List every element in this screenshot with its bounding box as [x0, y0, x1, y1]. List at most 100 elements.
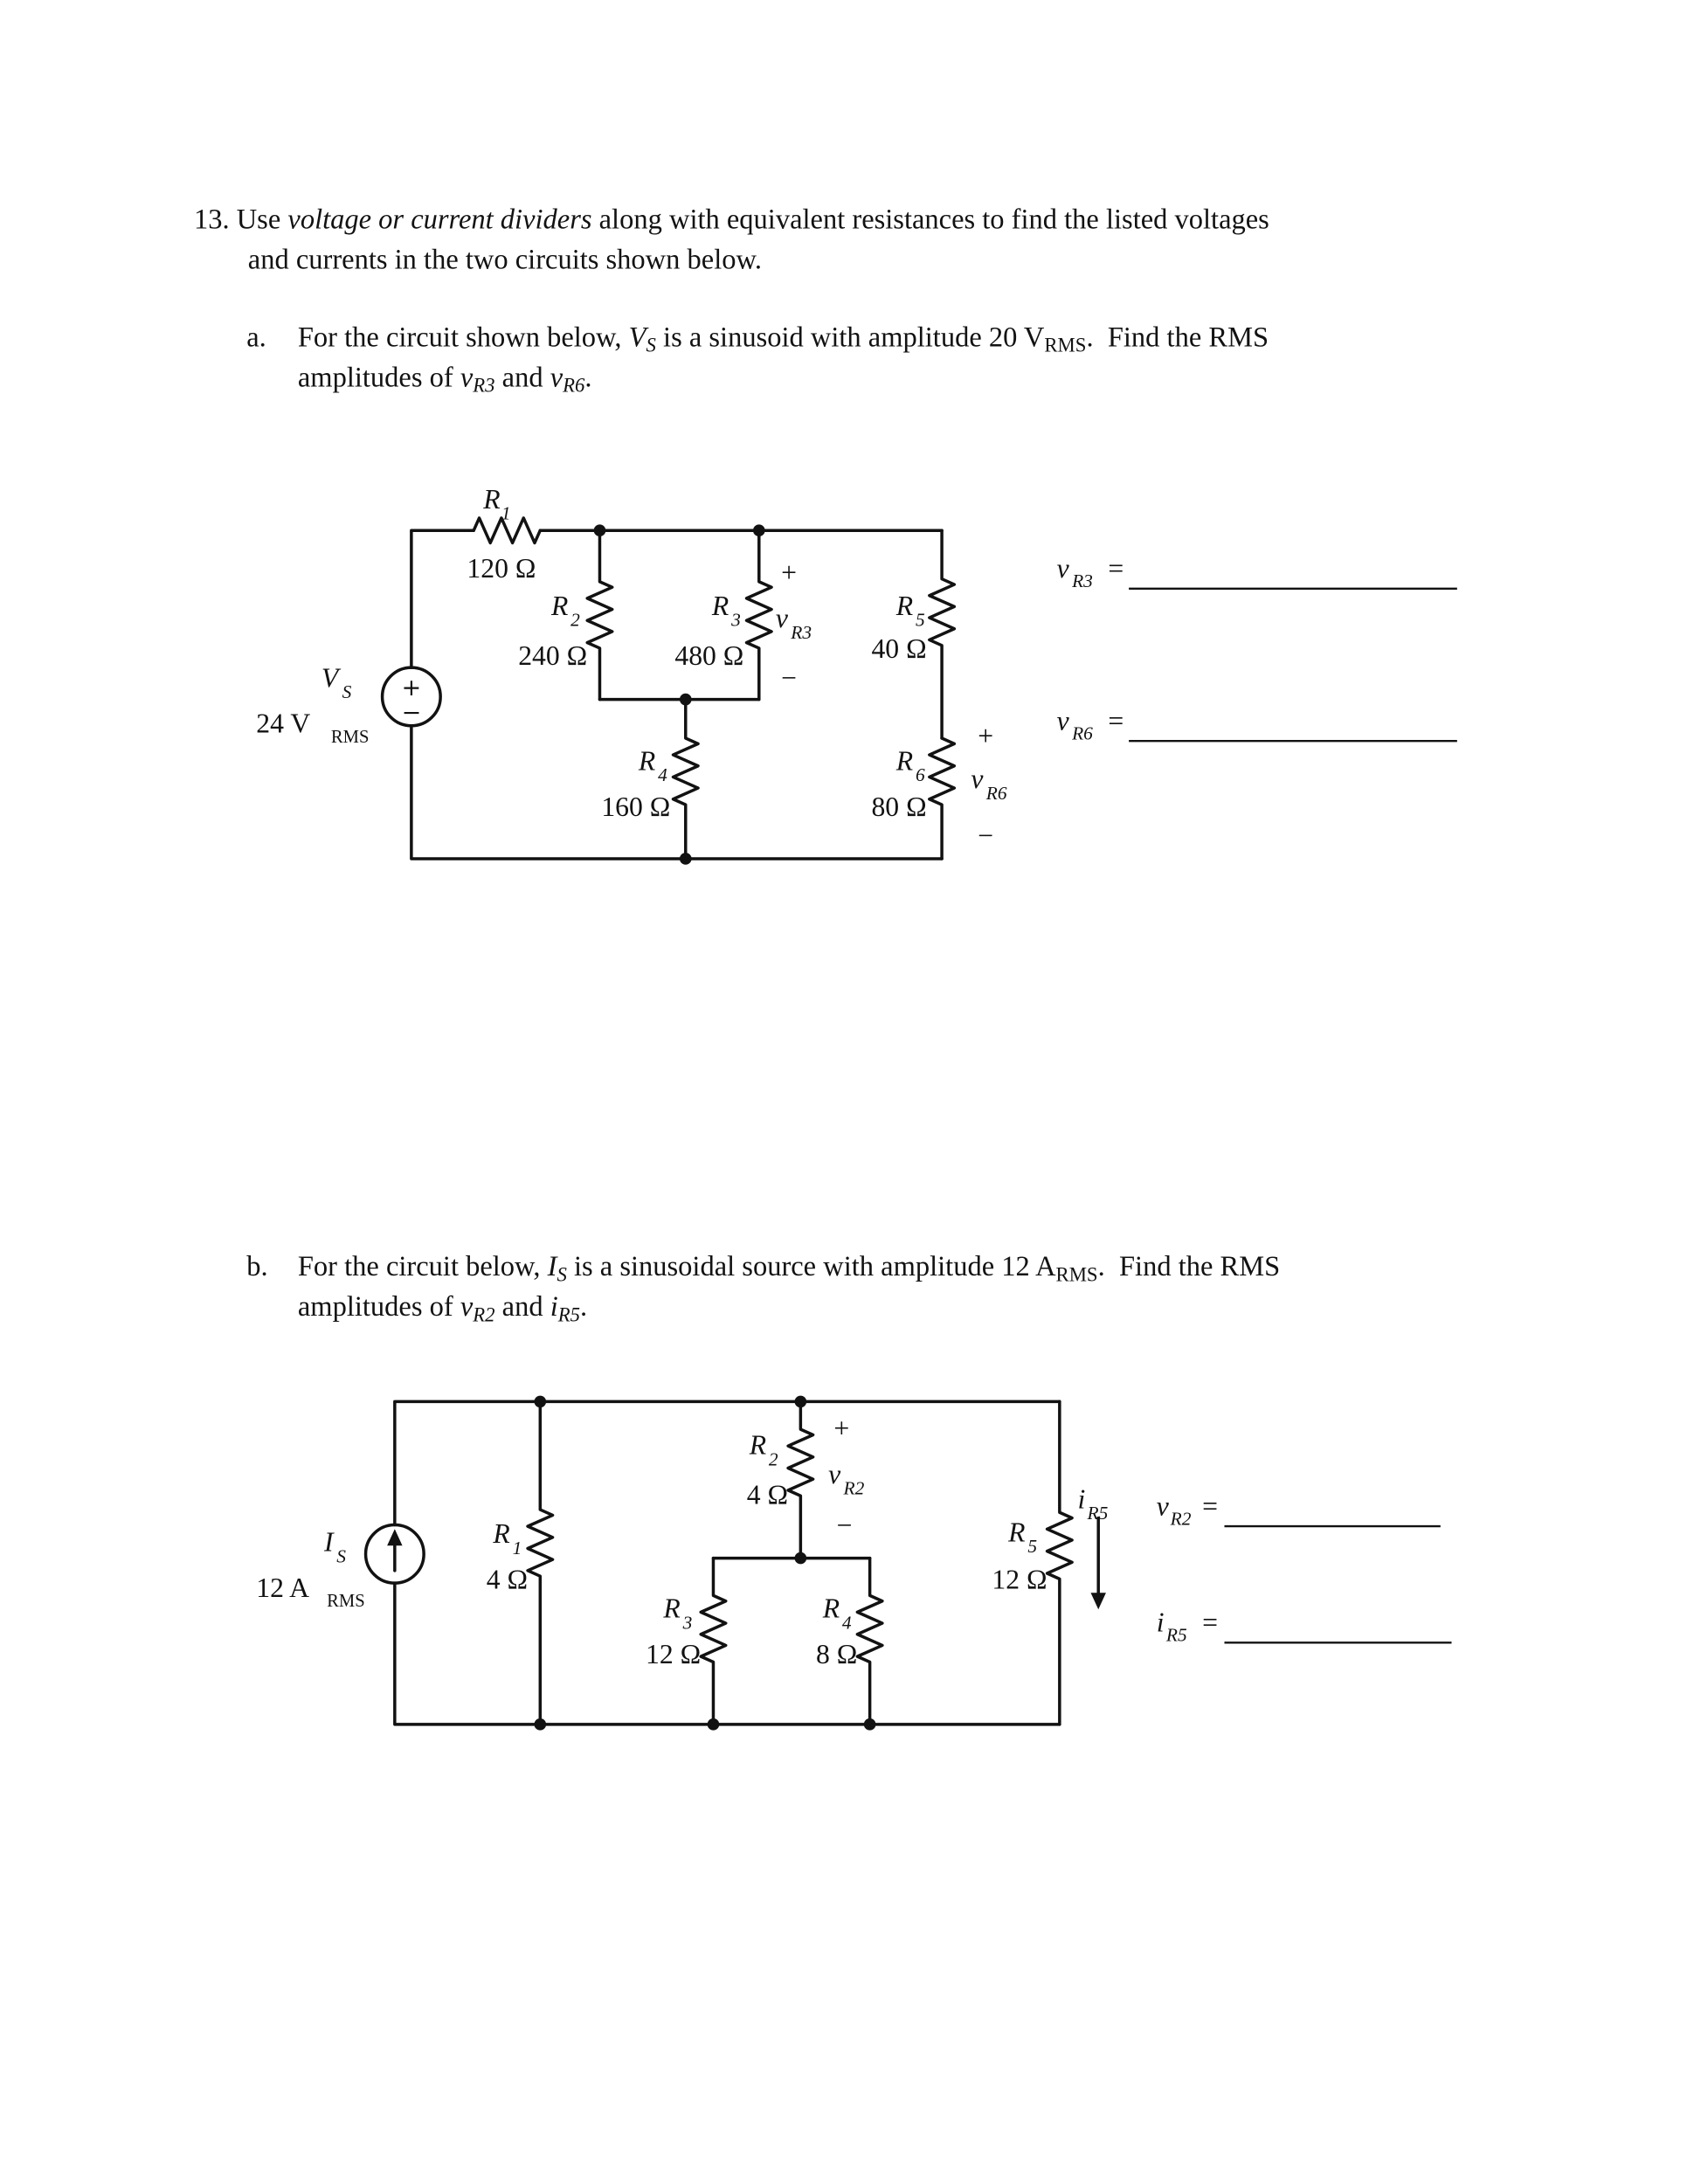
resistor-r3-symbol: [699, 1556, 728, 1726]
resistor-r1-symbol: [526, 1400, 555, 1726]
answer-vr6-label: v: [1057, 706, 1070, 736]
r4-label-subscript: 4: [842, 1612, 852, 1633]
r3-value: 480 Ω: [674, 640, 743, 671]
vr3-minus-sign: −: [781, 662, 797, 693]
r5-value: 12 Ω: [992, 1564, 1047, 1594]
vr3-symbol: v: [460, 363, 474, 394]
circuit-b-answers: v R2 = i R5 =: [1157, 1490, 1452, 1646]
vr6-label-subscript: R6: [985, 783, 1007, 804]
answer-vr6-subscript: R6: [1071, 723, 1093, 744]
text-segment: along with equivalent resistances to fin…: [591, 204, 1269, 236]
part-b-line2: amplitudes of vR2 and iR5.: [298, 1291, 587, 1330]
vr2-label-subscript: R2: [843, 1478, 865, 1499]
r1-label: R: [482, 484, 500, 515]
text-segment: amplitudes of: [297, 363, 460, 394]
ir5-symbol: i: [550, 1292, 558, 1324]
resistor-r1-symbol: [472, 516, 543, 545]
vr2-subscript: R2: [473, 1304, 495, 1327]
vs-value: 24 V: [256, 708, 310, 739]
circuit-a-wiring: [380, 516, 957, 865]
answer-vr2-label: v: [1157, 1490, 1170, 1521]
r2-value: 240 Ω: [518, 640, 587, 671]
is-subscript: S: [557, 1264, 567, 1287]
part-b-label: b.: [246, 1251, 267, 1287]
text-segment: and currents in the two circuits shown b…: [247, 245, 762, 276]
r6-label: R: [895, 745, 913, 776]
vr3-label: v: [776, 603, 789, 633]
resistor-r5-symbol: [1045, 1400, 1074, 1726]
problem-statement-line1: 13. Use voltage or current dividers alon…: [194, 204, 1269, 239]
text-segment: . Find the RMS: [1097, 1252, 1281, 1283]
r3-label-subscript: 3: [682, 1612, 693, 1633]
vs-label: V: [321, 662, 342, 693]
vr6-minus-sign: −: [978, 820, 993, 851]
text-segment: and: [494, 1292, 550, 1324]
current-source-symbol: [363, 1523, 425, 1585]
problem-number: 13.: [193, 204, 230, 236]
resistor-r2-symbol: [786, 1400, 815, 1560]
junction-node: [707, 1718, 720, 1731]
r1-value: 4 Ω: [487, 1564, 528, 1594]
wire: [393, 1400, 1061, 1527]
r4-label: R: [638, 745, 655, 776]
ir5-label-subscript: R5: [1087, 1503, 1109, 1524]
resistor-r6-symbol: [928, 736, 957, 860]
r1-label-subscript: 1: [501, 503, 511, 524]
answer-ir5-label: i: [1157, 1607, 1165, 1638]
r3-value: 12 Ω: [646, 1639, 701, 1669]
vs-subscript: S: [646, 335, 656, 358]
r6-label-subscript: 6: [916, 764, 925, 785]
r5-label: R: [895, 591, 913, 621]
text-segment: and: [494, 363, 550, 394]
circuit-a-labels: + − V S 24 V RMS R 1 120 Ω R 2 240 Ω R 3…: [256, 484, 1007, 851]
text-segment: .: [580, 1292, 588, 1324]
r1-label: R: [492, 1518, 509, 1549]
ir5-current-arrowhead: [1090, 1593, 1106, 1610]
resistor-r4-symbol: [855, 1556, 884, 1726]
text-segment: amplitudes of: [297, 1292, 460, 1324]
part-a-line2: amplitudes of vR3 and vR6.: [298, 362, 592, 400]
circuit-b-diagram: I S 12 A RMS R 1 4 Ω R 2 4 Ω + v R2 − R …: [256, 1395, 1452, 1731]
is-label: I: [323, 1527, 335, 1558]
answer-vr2-equals: =: [1202, 1490, 1218, 1521]
wire: [410, 724, 944, 860]
part-a-line1: For the circuit shown below, VS is a sin…: [298, 321, 1269, 360]
answer-vr3-equals: =: [1108, 553, 1124, 584]
source-plus-sign: +: [402, 674, 422, 702]
circuit-a-diagram: + − V S 24 V RMS R 1 120 Ω R 2 240 Ω R 3…: [256, 484, 1457, 865]
r6-value: 80 Ω: [871, 791, 926, 822]
ir5-label: i: [1077, 1484, 1085, 1515]
ir5-subscript: R5: [557, 1304, 581, 1327]
r5-label: R: [1007, 1517, 1025, 1548]
r5-label-subscript: 5: [1027, 1536, 1037, 1557]
junction-node: [752, 524, 765, 537]
r5-label-subscript: 5: [916, 610, 925, 631]
r2-label: R: [550, 591, 568, 621]
vr2-minus-sign: −: [837, 1510, 853, 1541]
answer-ir5-subscript: R5: [1165, 1625, 1187, 1646]
r3-label-subscript: 3: [730, 610, 741, 631]
voltage-source-symbol: [380, 666, 442, 728]
part-b-line1: For the circuit below, IS is a sinusoida…: [298, 1251, 1280, 1289]
wire: [410, 529, 475, 669]
junction-node: [534, 1395, 547, 1408]
junction-node: [794, 1395, 807, 1408]
list-marker: a.: [246, 322, 266, 354]
r5-value: 40 Ω: [871, 633, 926, 664]
r3-label: R: [711, 591, 729, 621]
text-segment: Use: [229, 204, 288, 236]
source-minus-sign: −: [402, 699, 422, 726]
junction-node: [679, 693, 692, 706]
r4-label-subscript: 4: [658, 764, 667, 785]
vr6-symbol: v: [550, 363, 563, 394]
answer-ir5-equals: =: [1202, 1607, 1218, 1638]
current-source-arrowhead: [387, 1529, 403, 1546]
r2-label: R: [749, 1430, 766, 1461]
problem-statement-line2: and currents in the two circuits shown b…: [248, 244, 762, 280]
junction-node: [679, 853, 692, 865]
is-label-subscript: S: [336, 1545, 346, 1566]
circuit-b-wiring: [363, 1395, 1106, 1731]
resistor-r3-symbol: [744, 529, 773, 702]
vr3-label-subscript: R3: [790, 622, 812, 643]
